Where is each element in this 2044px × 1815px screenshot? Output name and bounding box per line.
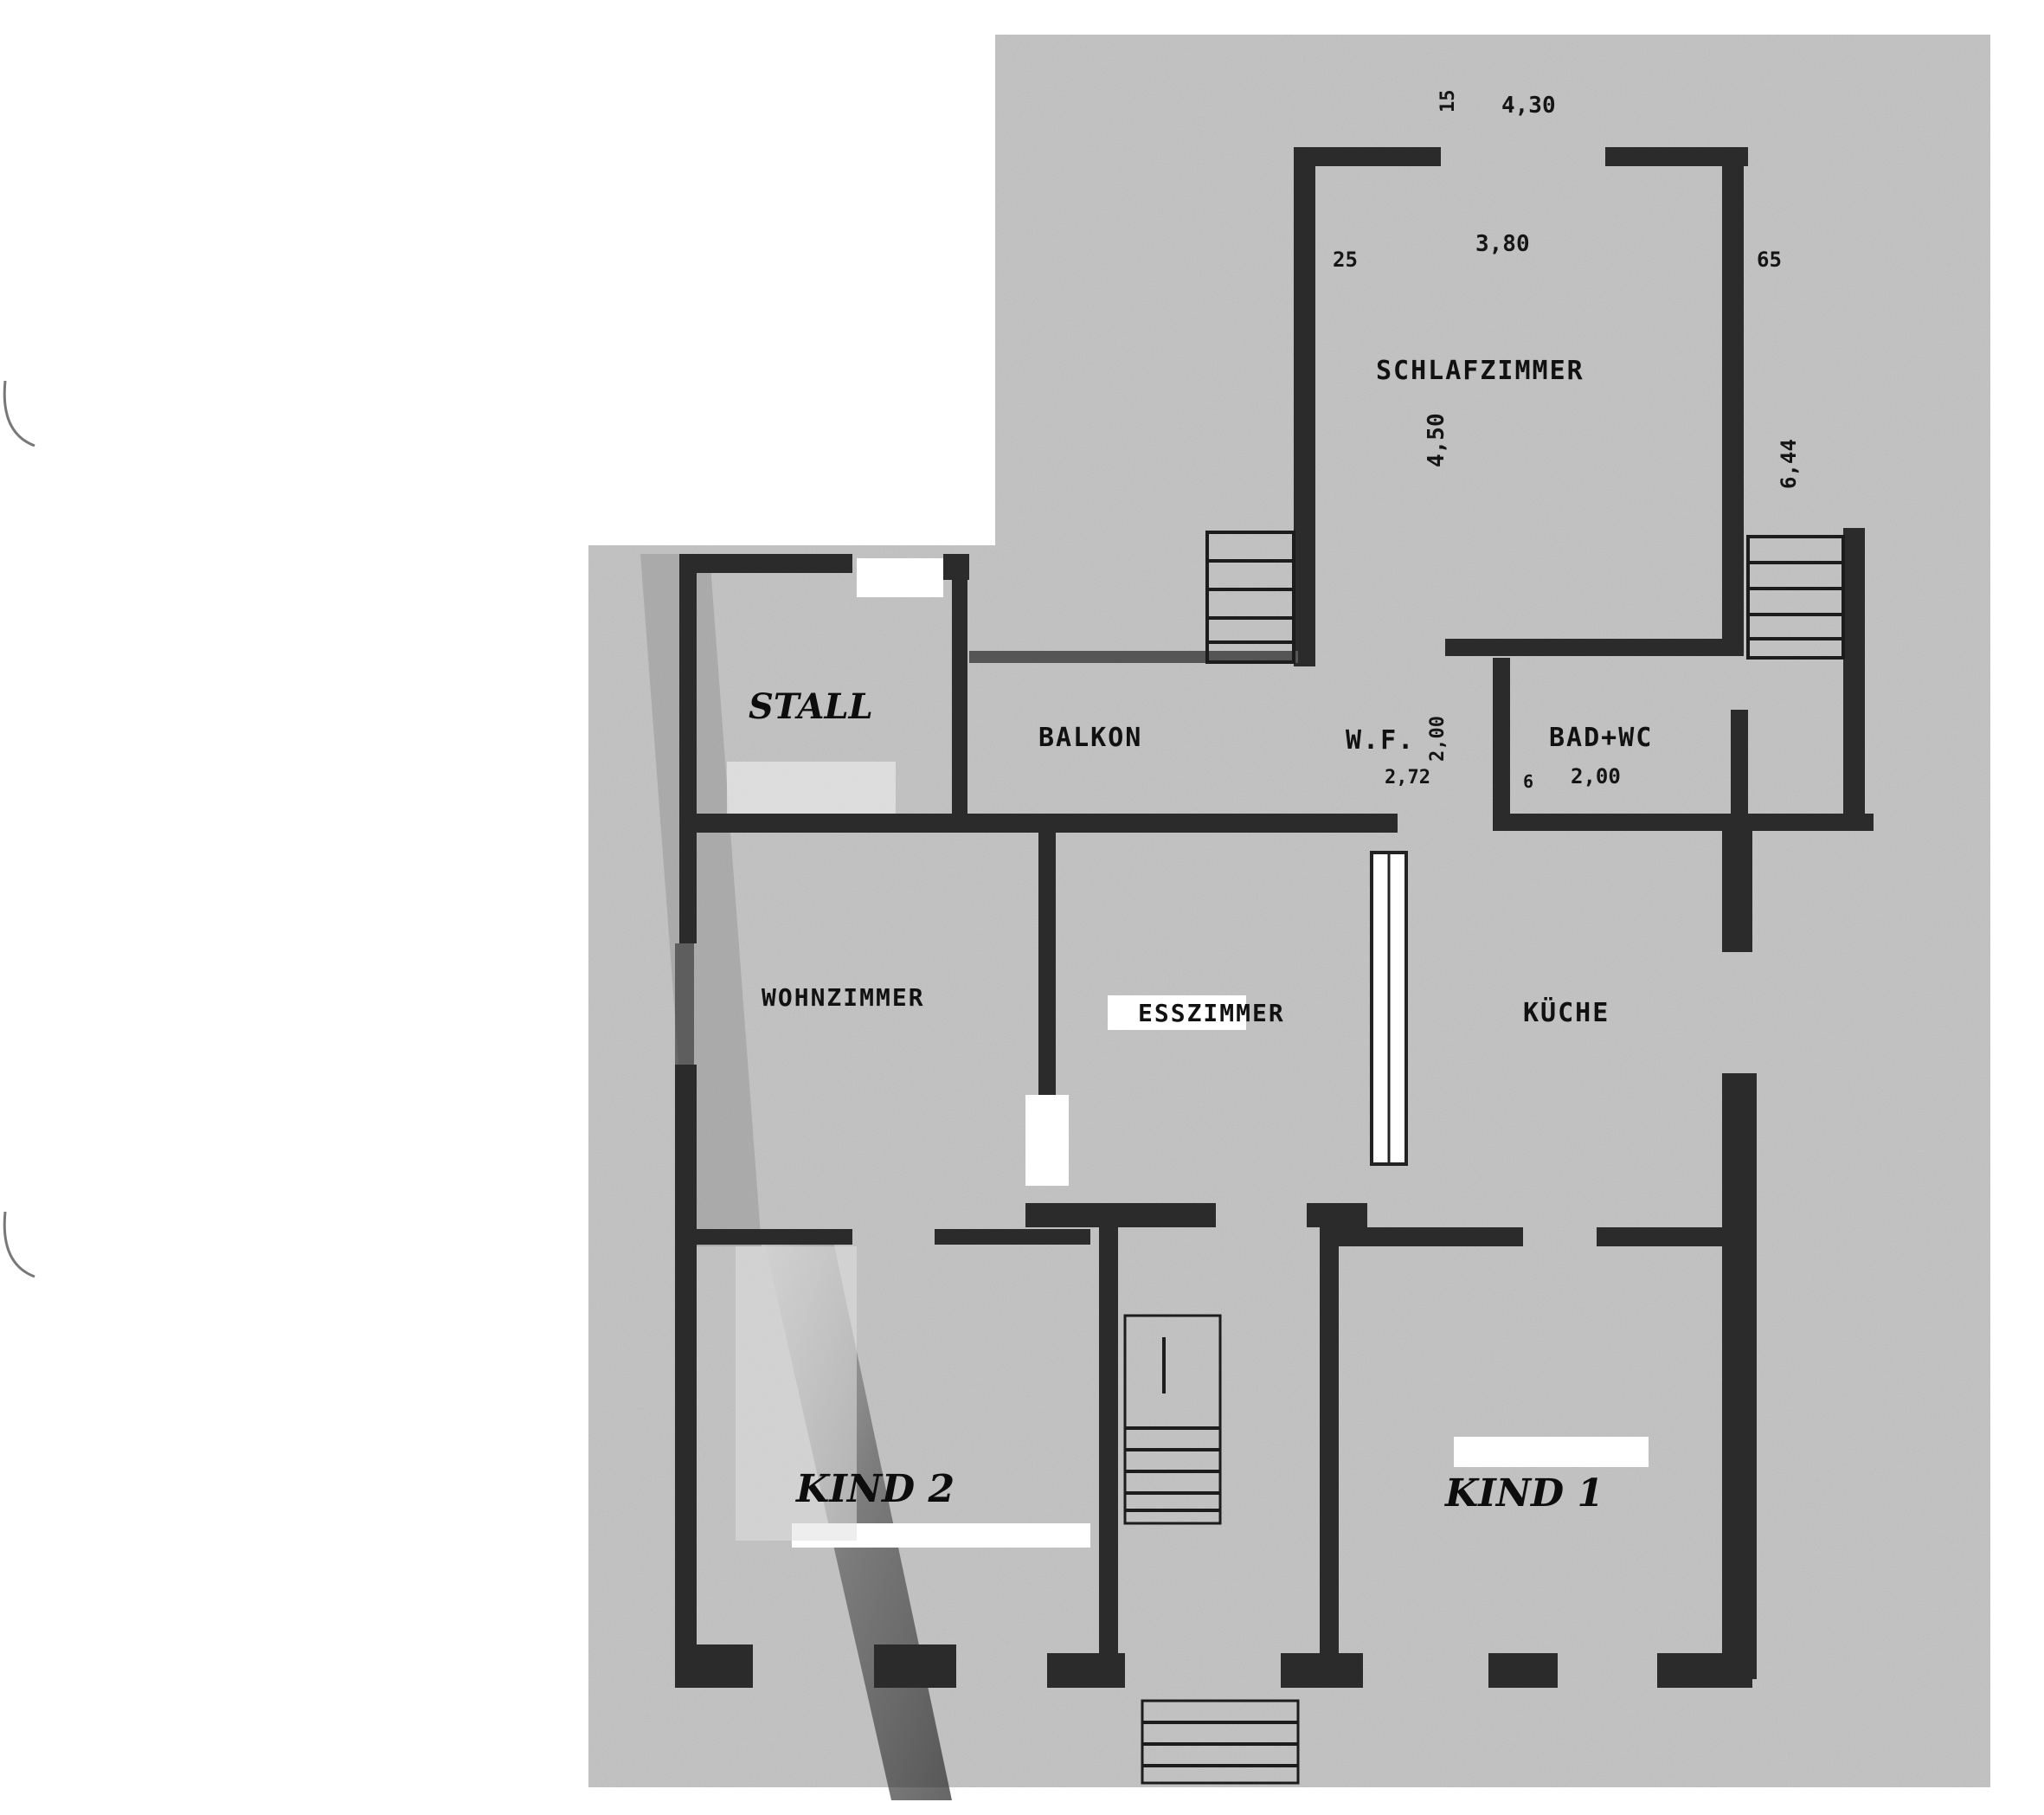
- dim-top-wall-left: 15: [1437, 90, 1459, 113]
- dim-wall-left: 25: [1333, 248, 1358, 272]
- dim-side-right: 6,44: [1777, 439, 1801, 489]
- room-kind2: KIND 2: [794, 1467, 955, 1511]
- room-wf: W.F.: [1346, 725, 1415, 756]
- room-schlafzimmer: SCHLAFZIMMER: [1376, 356, 1584, 386]
- room-stall: STALL: [749, 686, 873, 727]
- room-wohnzimmer: WOHNZIMMER: [762, 983, 925, 1012]
- room-bad-wc: BAD+WC: [1549, 723, 1653, 753]
- dim-top-width: 4,30: [1501, 93, 1556, 119]
- paper-background: [3, 35, 1990, 1800]
- stairs: [1123, 531, 1845, 1785]
- dim-wf-height: 2,00: [1427, 716, 1449, 762]
- room-kind1: KIND 1: [1443, 1471, 1604, 1516]
- dim-inner-width: 3,80: [1475, 231, 1530, 257]
- dim-wf-area: 2,72: [1385, 767, 1430, 788]
- room-esszimmer: ESSZIMMER: [1138, 999, 1285, 1027]
- dim-bad-wall: 6: [1523, 771, 1533, 792]
- dim-wall-right: 65: [1757, 248, 1782, 272]
- dim-bad-width: 2,00: [1571, 764, 1621, 788]
- dim-depth: 4,50: [1424, 413, 1449, 467]
- walls: [675, 147, 1874, 1688]
- room-kueche: KÜCHE: [1523, 996, 1610, 1028]
- room-balkon: BALKON: [1038, 723, 1142, 753]
